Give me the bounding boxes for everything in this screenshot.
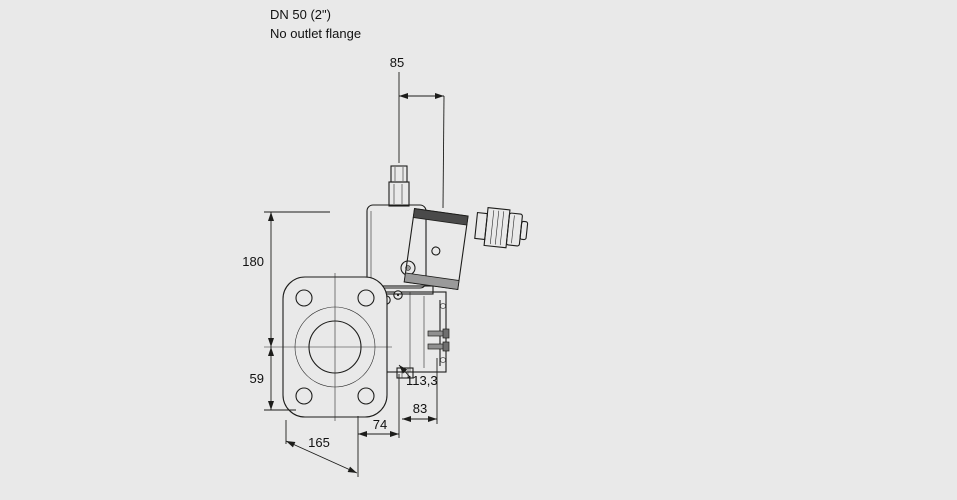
header: DN 50 (2") No outlet flange [270, 7, 361, 41]
terminal-box-screw [431, 246, 441, 256]
dim-flange-span: 165 [285, 416, 359, 477]
dimensions: 85 180 59 165 74 [242, 55, 445, 477]
flange-bolt-hole [357, 387, 375, 405]
centerlines [264, 273, 392, 421]
dim-165-label: 165 [308, 435, 330, 450]
flange-bolt-hole [357, 289, 375, 307]
variant-label: No outlet flange [270, 26, 361, 41]
dim-height-above-center: 180 [242, 211, 330, 347]
damper-unit [474, 207, 529, 249]
dim-74-label: 74 [373, 417, 387, 432]
dim-59-label: 59 [250, 371, 264, 386]
dim-85-label: 85 [390, 55, 404, 70]
dim-inlet-to-center: 74 [358, 374, 400, 438]
knob-cap [390, 165, 408, 183]
outlet-bolt-hole [440, 357, 446, 363]
outlet-bolt-hole [440, 303, 446, 309]
dim-180-label: 180 [242, 254, 264, 269]
dim-actuator-width: 85 [390, 55, 445, 209]
terminal-box-bottom-band [403, 272, 460, 290]
dim-height-below-center: 59 [250, 347, 296, 411]
terminal-box [403, 207, 469, 291]
size-label: DN 50 (2") [270, 7, 331, 22]
dim-body: 113,3 [398, 364, 438, 388]
terminal-box-top-band [412, 208, 469, 226]
flange-bolt-hole [295, 387, 313, 405]
flange-bolt-hole [295, 289, 313, 307]
stud-bolts [427, 328, 450, 352]
dim-113-label: 113,3 [406, 373, 438, 388]
damper-nub [519, 220, 529, 241]
dim-83-label: 83 [413, 401, 427, 416]
dim-center-to-outlet: 83 [402, 358, 438, 424]
adjuster-knob [388, 165, 410, 207]
